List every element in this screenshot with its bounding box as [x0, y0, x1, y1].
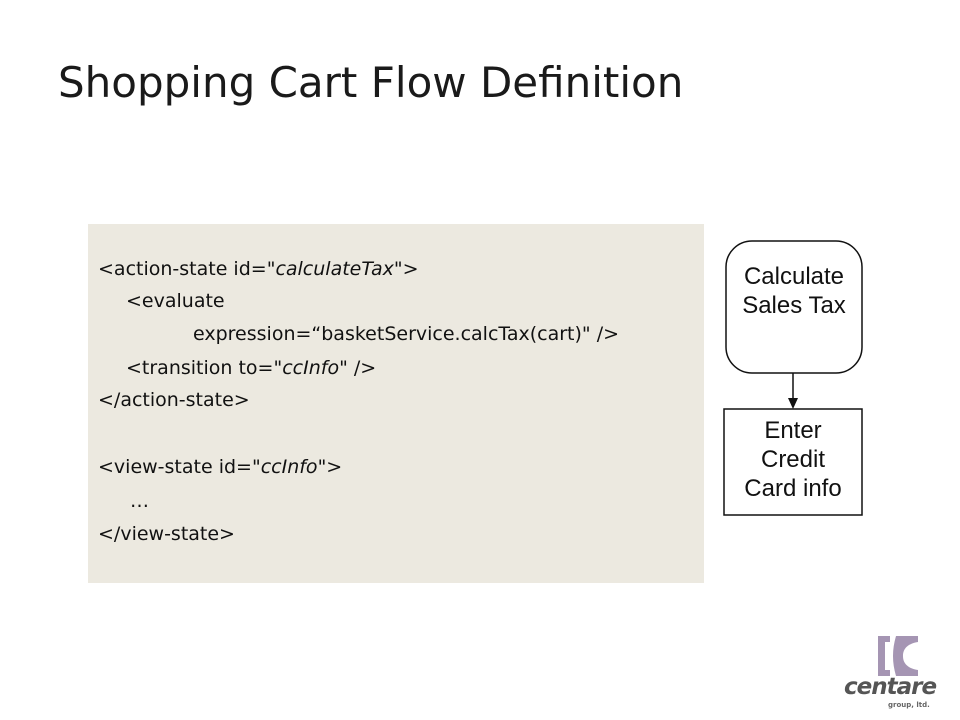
code-line-evaluate: <evaluate — [126, 290, 225, 312]
code-line-expression: expression=“basketService.calcTax(cart)"… — [193, 323, 620, 345]
code-text: <transition to=" — [126, 357, 283, 379]
flow-label-line: Enter — [764, 417, 822, 444]
logo-tagline: group, ltd. — [888, 701, 930, 709]
code-text: " /> — [339, 357, 377, 379]
flow-label-line: Credit — [760, 446, 826, 473]
code-line-action-state-open: <action-state id="calculateTax"> — [98, 258, 419, 280]
code-line-transition: <transition to="ccInfo" /> — [126, 357, 376, 379]
logo-bracket-marks — [878, 636, 918, 676]
flow-node-calculate-label: Calculate Sales Tax — [726, 262, 862, 320]
code-panel: <action-state id="calculateTax"> <evalua… — [88, 224, 704, 583]
code-attribute-value: calculateTax — [275, 258, 394, 280]
flow-node-enter-label: Enter Credit Card info — [724, 416, 862, 503]
code-text: <action-state id=" — [98, 258, 276, 280]
code-line-ellipsis: … — [130, 490, 149, 512]
code-attribute-value: ccInfo — [282, 357, 340, 379]
flow-label-line: Sales Tax — [742, 292, 846, 319]
code-attribute-value: ccInfo — [260, 456, 318, 478]
code-line-view-state-close: </view-state> — [98, 523, 235, 545]
code-line-view-state-open: <view-state id="ccInfo"> — [98, 456, 342, 478]
code-line-action-state-close: </action-state> — [98, 389, 250, 411]
flow-label-line: Calculate — [743, 263, 845, 290]
code-text: "> — [317, 456, 343, 478]
flow-arrowhead — [788, 398, 798, 409]
centare-logo: centare group, ltd. — [836, 634, 944, 714]
code-text: <view-state id=" — [98, 456, 261, 478]
code-text: "> — [393, 258, 419, 280]
flow-label-line: Card info — [744, 475, 842, 502]
slide-title: Shopping Cart Flow Definition — [58, 58, 684, 107]
logo-wordmark: centare — [844, 674, 937, 700]
